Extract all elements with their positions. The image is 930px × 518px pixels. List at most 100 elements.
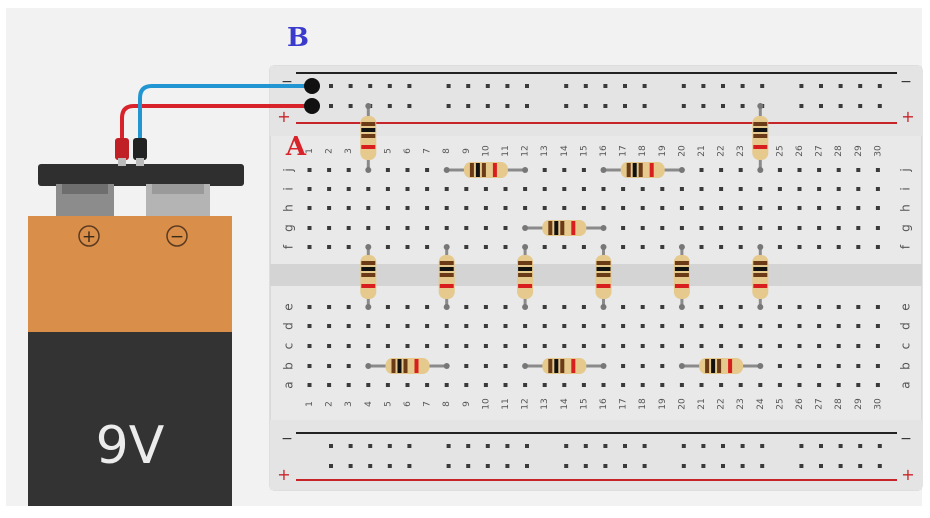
rail-hole[interactable] <box>760 444 765 448</box>
breadboard-hole[interactable] <box>385 245 390 249</box>
wire-endpoint-minus-rail[interactable] <box>304 78 320 94</box>
breadboard-hole[interactable] <box>464 324 469 328</box>
breadboard-hole[interactable] <box>483 344 488 348</box>
breadboard-hole[interactable] <box>405 344 410 348</box>
rail-hole[interactable] <box>407 444 412 448</box>
breadboard-hole[interactable] <box>875 187 880 191</box>
rail-hole[interactable] <box>485 444 490 448</box>
rail-hole[interactable] <box>407 464 412 468</box>
breadboard-hole[interactable] <box>581 187 586 191</box>
breadboard-hole[interactable] <box>405 245 410 249</box>
breadboard-hole[interactable] <box>581 245 586 249</box>
breadboard-hole[interactable] <box>425 187 430 191</box>
breadboard-hole[interactable] <box>346 344 351 348</box>
breadboard-hole[interactable] <box>523 344 528 348</box>
breadboard-hole[interactable] <box>327 226 332 230</box>
breadboard-hole[interactable] <box>621 305 626 309</box>
breadboard-hole[interactable] <box>797 383 802 387</box>
rail-hole[interactable] <box>799 444 804 448</box>
breadboard-hole[interactable] <box>836 344 841 348</box>
breadboard-hole[interactable] <box>679 187 684 191</box>
breadboard-hole[interactable] <box>640 226 645 230</box>
rail-hole[interactable] <box>819 464 823 468</box>
resistor-r8[interactable] <box>517 244 534 310</box>
breadboard-hole[interactable] <box>777 305 782 309</box>
breadboard-hole[interactable] <box>817 206 822 210</box>
breadboard-hole[interactable] <box>679 324 684 328</box>
breadboard-hole[interactable] <box>660 245 665 249</box>
breadboard-hole[interactable] <box>562 344 567 348</box>
breadboard-hole[interactable] <box>797 187 802 191</box>
rail-hole[interactable] <box>877 84 882 88</box>
rail-hole[interactable] <box>819 84 823 88</box>
breadboard-hole[interactable] <box>719 383 724 387</box>
breadboard-hole[interactable] <box>405 226 410 230</box>
breadboard-hole[interactable] <box>503 324 508 328</box>
breadboard-hole[interactable] <box>581 168 586 172</box>
rail-hole[interactable] <box>623 104 627 108</box>
breadboard-hole[interactable] <box>699 168 704 172</box>
breadboard-hole[interactable] <box>425 206 430 210</box>
breadboard-hole[interactable] <box>856 364 861 368</box>
breadboard-hole[interactable] <box>699 344 704 348</box>
breadboard-hole[interactable] <box>875 226 880 230</box>
rail-hole[interactable] <box>368 84 373 88</box>
breadboard-hole[interactable] <box>327 305 332 309</box>
breadboard-hole[interactable] <box>640 305 645 309</box>
breadboard-hole[interactable] <box>405 305 410 309</box>
rail-hole[interactable] <box>583 444 588 448</box>
breadboard-hole[interactable] <box>523 324 528 328</box>
rail-hole[interactable] <box>838 84 843 88</box>
rail-hole[interactable] <box>838 444 843 448</box>
breadboard-hole[interactable] <box>405 168 410 172</box>
breadboard-hole[interactable] <box>464 305 469 309</box>
rail-hole[interactable] <box>701 84 706 88</box>
breadboard-hole[interactable] <box>483 226 488 230</box>
rail-hole[interactable] <box>740 104 745 108</box>
rail-hole[interactable] <box>642 84 647 88</box>
breadboard-hole[interactable] <box>425 305 430 309</box>
rail-hole[interactable] <box>329 444 333 448</box>
breadboard-hole[interactable] <box>640 364 645 368</box>
rail-hole[interactable] <box>642 464 647 468</box>
breadboard-hole[interactable] <box>621 226 626 230</box>
rail-hole[interactable] <box>819 444 823 448</box>
breadboard-hole[interactable] <box>444 226 449 230</box>
rail-hole[interactable] <box>642 104 647 108</box>
rail-hole[interactable] <box>819 104 823 108</box>
breadboard-hole[interactable] <box>327 344 332 348</box>
rail-hole[interactable] <box>721 444 725 448</box>
breadboard-hole[interactable] <box>660 206 665 210</box>
breadboard-hole[interactable] <box>719 226 724 230</box>
breadboard-hole[interactable] <box>719 206 724 210</box>
breadboard-hole[interactable] <box>385 187 390 191</box>
breadboard-hole[interactable] <box>444 206 449 210</box>
breadboard-hole[interactable] <box>836 206 841 210</box>
rail-hole[interactable] <box>799 84 804 88</box>
breadboard-hole[interactable] <box>601 187 606 191</box>
breadboard-hole[interactable] <box>307 344 312 348</box>
breadboard-hole[interactable] <box>307 168 312 172</box>
resistor-r6[interactable] <box>360 244 377 310</box>
breadboard-hole[interactable] <box>738 226 743 230</box>
rail-hole[interactable] <box>838 464 843 468</box>
breadboard-hole[interactable] <box>464 383 469 387</box>
breadboard-hole[interactable] <box>542 324 547 328</box>
wire-endpoint-plus-rail[interactable] <box>304 98 320 114</box>
breadboard-hole[interactable] <box>699 187 704 191</box>
breadboard-hole[interactable] <box>327 324 332 328</box>
resistor-r11[interactable] <box>752 244 769 310</box>
breadboard-hole[interactable] <box>856 206 861 210</box>
breadboard-hole[interactable] <box>621 383 626 387</box>
breadboard-hole[interactable] <box>856 383 861 387</box>
breadboard-hole[interactable] <box>875 206 880 210</box>
rail-hole[interactable] <box>329 464 333 468</box>
breadboard-hole[interactable] <box>385 305 390 309</box>
breadboard-hole[interactable] <box>523 206 528 210</box>
breadboard-hole[interactable] <box>542 187 547 191</box>
breadboard-hole[interactable] <box>346 226 351 230</box>
resistor-r13[interactable] <box>522 358 607 374</box>
rail-hole[interactable] <box>799 104 804 108</box>
rail-hole[interactable] <box>877 444 882 448</box>
rail-hole[interactable] <box>348 464 353 468</box>
